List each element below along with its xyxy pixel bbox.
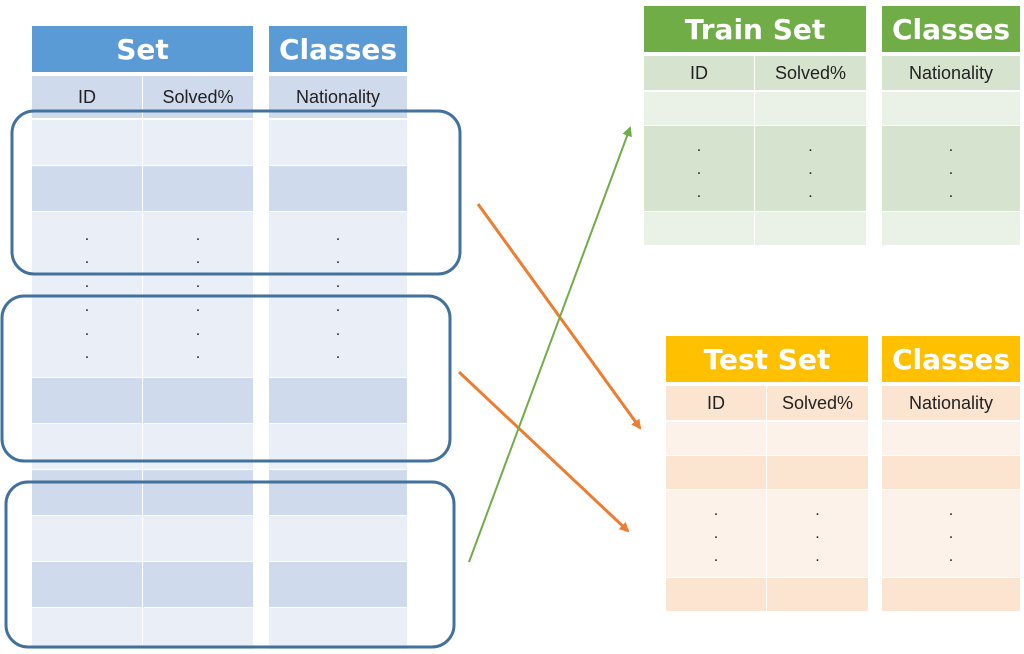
ellipsis-dot: .	[948, 548, 954, 565]
train-col-id-header: ID	[644, 56, 754, 90]
set-id-ellipsis: . . . . . .	[32, 220, 142, 370]
train-table-header: Train Set	[644, 6, 866, 52]
ellipsis-dot: .	[948, 525, 954, 542]
ellipsis-dot: .	[84, 321, 90, 339]
table-row	[882, 578, 1020, 612]
test-classes-header: Classes	[882, 336, 1020, 382]
ellipsis-dot: .	[696, 184, 702, 201]
train-table-body: . . . . . .	[644, 92, 866, 246]
ellipsis-dot: .	[335, 226, 341, 244]
ellipsis-dot: .	[815, 525, 820, 542]
ellipsis-dot: .	[84, 345, 90, 363]
table-row	[882, 212, 1020, 246]
train-classes-table: Classes Nationality . . .	[882, 6, 1020, 246]
train-classes-body: . . .	[882, 92, 1020, 246]
ellipsis-dot: .	[713, 548, 719, 565]
table-row	[269, 516, 407, 562]
column-divider	[766, 422, 767, 612]
ellipsis-dot: .	[195, 297, 201, 315]
group-outline-3	[4, 480, 456, 649]
ellipsis-dot: .	[815, 502, 820, 519]
test-id-ellipsis: . . .	[666, 496, 766, 572]
table-row	[882, 92, 1020, 126]
ellipsis-dot: .	[195, 274, 201, 292]
set-nationality-ellipsis: . . . . . .	[269, 220, 407, 370]
ellipsis-dot: .	[713, 502, 719, 519]
test-table: Test Set ID Solved% . . . . . .	[666, 336, 868, 612]
ellipsis-dot: .	[335, 250, 341, 268]
set-classes-header: Classes	[269, 26, 407, 72]
ellipsis-dot: .	[948, 502, 954, 519]
train-nationality-ellipsis: . . .	[882, 132, 1020, 208]
test-table-body: . . . . . .	[666, 422, 868, 612]
test-classes-table: Classes Nationality . . .	[882, 336, 1020, 612]
train-id-ellipsis: . . .	[644, 132, 754, 208]
train-table: Train Set ID Solved% . . . . . .	[644, 6, 866, 246]
arrow-to-train	[468, 126, 632, 563]
test-col-nationality-header: Nationality	[882, 386, 1020, 420]
table-row	[882, 126, 1020, 212]
table-row	[269, 608, 407, 650]
ellipsis-dot: .	[84, 226, 90, 244]
ellipsis-dot: .	[335, 297, 341, 315]
set-solved-ellipsis: . . . . . .	[143, 220, 253, 370]
ellipsis-dot: .	[808, 184, 813, 201]
table-row	[666, 456, 868, 490]
table-row	[666, 490, 868, 578]
group-outline-2	[0, 294, 452, 463]
group-outline-1	[10, 109, 462, 276]
ellipsis-dot: .	[335, 274, 341, 292]
arrow-to-test-1	[476, 203, 642, 430]
column-divider	[142, 120, 143, 650]
test-col-solved-header: Solved%	[767, 386, 868, 420]
table-row	[269, 470, 407, 516]
table-row	[644, 126, 866, 212]
test-solved-ellipsis: . . .	[767, 496, 868, 572]
ellipsis-dot: .	[696, 138, 702, 155]
test-col-id-header: ID	[666, 386, 766, 420]
ellipsis-dot: .	[808, 161, 813, 178]
ellipsis-dot: .	[713, 525, 719, 542]
ellipsis-dot: .	[195, 226, 201, 244]
train-col-nationality-header: Nationality	[882, 56, 1020, 90]
table-row	[269, 562, 407, 608]
ellipsis-dot: .	[948, 184, 954, 201]
ellipsis-dot: .	[195, 321, 201, 339]
arrow-to-test-2	[457, 370, 630, 533]
ellipsis-dot: .	[696, 161, 702, 178]
ellipsis-dot: .	[84, 297, 90, 315]
table-row	[269, 166, 407, 212]
table-row	[644, 92, 866, 126]
test-classes-body: . . .	[882, 422, 1020, 612]
table-row	[269, 120, 407, 166]
ellipsis-dot: .	[195, 250, 201, 268]
set-table-header: Set	[32, 26, 253, 72]
ellipsis-dot: .	[84, 274, 90, 292]
ellipsis-dot: .	[815, 548, 820, 565]
table-row	[644, 212, 866, 246]
ellipsis-dot: .	[948, 161, 954, 178]
test-nationality-ellipsis: . . .	[882, 496, 1020, 572]
column-divider	[754, 92, 755, 246]
ellipsis-dot: .	[808, 138, 813, 155]
ellipsis-dot: .	[84, 250, 90, 268]
ellipsis-dot: .	[335, 321, 341, 339]
train-col-solved-header: Solved%	[755, 56, 866, 90]
ellipsis-dot: .	[335, 345, 341, 363]
ellipsis-dot: .	[948, 138, 954, 155]
table-row	[882, 456, 1020, 490]
table-row	[666, 578, 868, 612]
ellipsis-dot: .	[195, 345, 201, 363]
train-classes-header: Classes	[882, 6, 1020, 52]
table-row	[882, 422, 1020, 456]
table-row	[269, 378, 407, 424]
table-row	[666, 422, 868, 456]
train-solved-ellipsis: . . .	[755, 132, 866, 208]
table-row	[882, 490, 1020, 578]
test-table-header: Test Set	[666, 336, 868, 382]
